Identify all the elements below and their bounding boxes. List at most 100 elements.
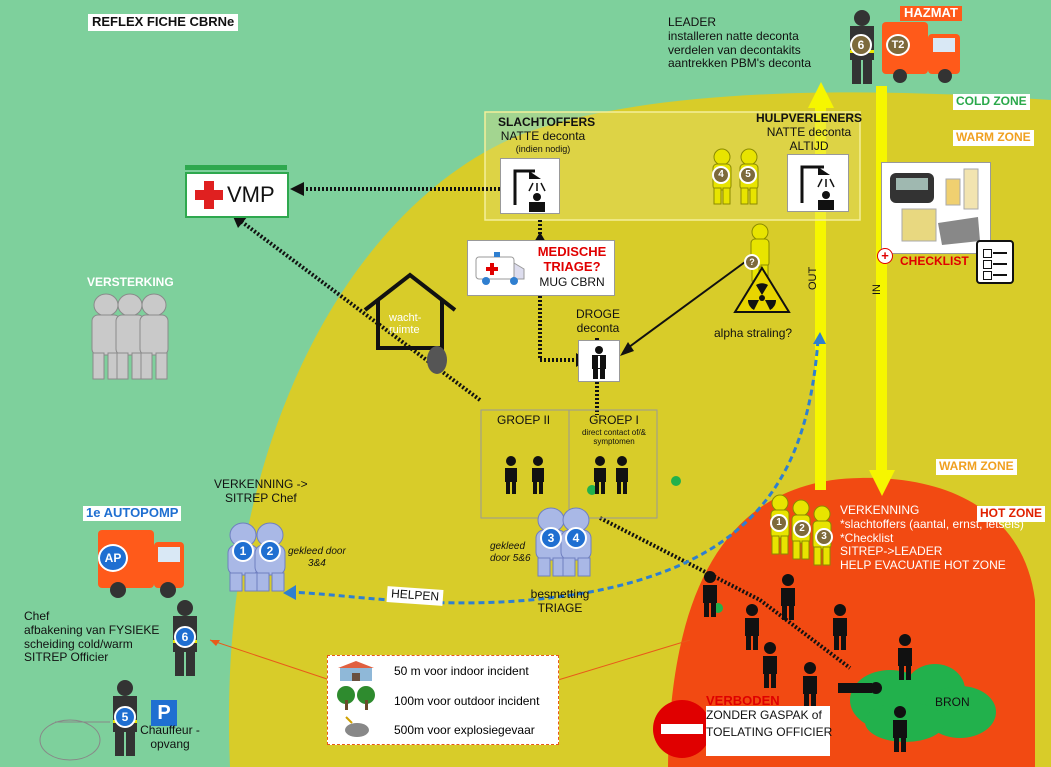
groep-1-title: GROEP I xyxy=(589,413,639,427)
plus-icon: + xyxy=(877,248,893,264)
hot-verkenning-line3: *Checklist xyxy=(840,530,894,545)
bron-label: BRON xyxy=(935,695,970,709)
red-line-right xyxy=(557,639,691,681)
wachtruimte-house xyxy=(363,272,457,350)
gekleed34-line1: gekleed door xyxy=(288,546,346,557)
alpha-straling-label: alpha straling? xyxy=(714,326,793,340)
verboden-line2: TOELATING OFFICIER xyxy=(706,725,833,739)
versterking-suits xyxy=(91,293,169,380)
groep-people xyxy=(505,456,628,494)
in-label: IN xyxy=(871,284,883,295)
wachtruimte-line2: ruimte xyxy=(389,323,420,336)
helpen-dashed-arrow xyxy=(289,339,820,605)
verkenning-left-line1: VERKENNING -> xyxy=(214,477,308,491)
hulpverleners-line1: NATTE deconta xyxy=(766,124,852,139)
verkenning-left-block: VERKENNING -> SITREP Chef xyxy=(214,477,308,506)
warm-zone-label-top: WARM ZONE xyxy=(953,130,1034,146)
besmetting-line2: TRIAGE xyxy=(537,600,583,615)
gekleed34-line2: 3&4 xyxy=(308,557,326,569)
wachtruimte-line1: wacht- xyxy=(389,312,422,324)
leader-line-1: installeren natte deconta xyxy=(668,28,799,43)
red-line-left xyxy=(209,639,331,681)
slachtoffers-line1: NATTE deconta xyxy=(500,128,586,143)
trees-icon xyxy=(337,686,375,710)
groep-1-line2: symptomen xyxy=(593,436,635,446)
autopomp-label: 1e AUTOPOMP xyxy=(83,505,182,521)
solid-arrow xyxy=(624,261,746,351)
hot-badge-3: 3 xyxy=(815,528,833,546)
gekleed56-line1: gekleed xyxy=(490,541,526,552)
page-title: REFLEX FICHE CBRNe xyxy=(88,14,239,31)
vmp-box: VMP xyxy=(185,172,289,218)
versterking-label: VERSTERKING xyxy=(87,275,174,289)
bron-cloud xyxy=(850,664,996,742)
hot-verkenning-line4: SITREP->LEADER xyxy=(840,544,943,559)
verboden-line1: ZONDER GASPAK of xyxy=(706,708,822,722)
chef-block: Chef afbakening van FYSIEKE scheiding co… xyxy=(24,609,160,665)
groep-1-line1: direct contact of/& xyxy=(581,427,647,437)
meetapparatuur-box xyxy=(881,162,991,254)
wachtruimte-label: wacht- ruimte xyxy=(389,312,422,336)
shower-icon-hulpverleners xyxy=(787,154,849,212)
verboden-box: VERBODEN ZONDER GASPAK of TOELATING OFFI… xyxy=(706,693,833,756)
vmp-label: VMP xyxy=(227,182,275,207)
radiation-icon xyxy=(733,266,791,313)
chauffeur-line2: opvang xyxy=(150,736,190,751)
chauffeur-badge: 5 xyxy=(114,706,136,728)
leader-title: LEADER xyxy=(668,15,717,29)
blue-suit-badge-2: 2 xyxy=(259,540,281,562)
hulpverleners-line2: ALTIJD xyxy=(789,138,829,153)
checklist-label: CHECKLIST xyxy=(900,254,969,268)
verboden-title: VERBODEN xyxy=(706,693,780,708)
groep-2-label: GROEP II xyxy=(497,413,551,427)
chef-badge: 6 xyxy=(174,626,196,648)
besmetting-line1: besmetting xyxy=(530,587,590,601)
chef-line2: afbakening van FYSIEKE xyxy=(24,622,160,637)
hulpverlener-badge-4: 4 xyxy=(712,166,730,184)
legend-explosie: 500m voor explosiegevaar xyxy=(394,723,535,737)
parking-sign: P xyxy=(151,700,177,726)
legend-outdoor: 100m voor outdoor incident xyxy=(394,694,540,708)
gekleed34-block: gekleed door 3&4 xyxy=(288,546,346,569)
out-arrow-shaft xyxy=(815,105,826,490)
medische-line2: TRIAGE? xyxy=(543,259,601,274)
hulpverleners-title: HULPVERLENERS xyxy=(755,111,862,125)
gekleed56-line2: door 5&6 xyxy=(490,552,531,564)
hot-badge-2: 2 xyxy=(793,520,811,538)
out-label: OUT xyxy=(807,266,819,290)
smoke-cloud xyxy=(39,719,110,761)
in-arrow-head xyxy=(869,470,895,496)
out-arrow-head xyxy=(808,82,834,108)
blue-suit-badge-1: 1 xyxy=(232,540,254,562)
legend-indoor: 50 m voor indoor incident xyxy=(394,664,529,678)
verkenning-left-line2: SITREP Chef xyxy=(224,490,297,505)
distance-legend: 50 m voor indoor incident 100m voor outd… xyxy=(327,655,559,745)
bomb-icon xyxy=(345,716,369,737)
droge-line1: DROGE xyxy=(575,307,620,321)
hazmat-truck xyxy=(882,22,960,83)
ambulance-icon xyxy=(475,252,525,285)
hulpverlener-badge-5: 5 xyxy=(739,166,757,184)
chauffeur-block: Chauffeur - opvang xyxy=(135,723,205,752)
in-arrow-shaft xyxy=(876,86,887,471)
chef-line3: scheiding cold/warm xyxy=(24,636,133,651)
chauffeur-line1: Chauffeur - xyxy=(140,723,200,737)
leader-line-3: aantrekken PBM's deconta xyxy=(668,56,812,71)
medische-triage-box: MEDISCHE TRIAGE? MUG CBRN xyxy=(467,240,615,296)
slachtoffers-line2: (indien nodig) xyxy=(515,143,571,154)
droge-line2: deconta xyxy=(576,320,620,335)
droge-deconta-icon xyxy=(578,340,620,382)
hot-verkenning-line2: *slachtoffers (aantal, ernst, letsels) xyxy=(840,516,1024,531)
blue-suit-badge-4: 4 xyxy=(565,527,587,549)
droge-block: DROGE deconta xyxy=(572,307,624,336)
red-cross-icon xyxy=(195,181,223,209)
slachtoffers-title: SLACHTOFFERS xyxy=(498,115,596,129)
groep-1-block: GROEP I direct contact of/& symptomen xyxy=(572,413,656,446)
hot-verkenning-line1: VERKENNING xyxy=(840,503,920,517)
autopomp-badge: AP xyxy=(98,544,128,572)
leader-block: LEADER installeren natte deconta verdele… xyxy=(668,15,812,71)
hulpverleners-block: HULPVERLENERS NATTE deconta ALTIJD xyxy=(754,111,864,153)
slachtoffers-block: SLACHTOFFERS NATTE deconta (indien nodig… xyxy=(498,115,596,154)
no-entry-icon xyxy=(653,700,711,758)
